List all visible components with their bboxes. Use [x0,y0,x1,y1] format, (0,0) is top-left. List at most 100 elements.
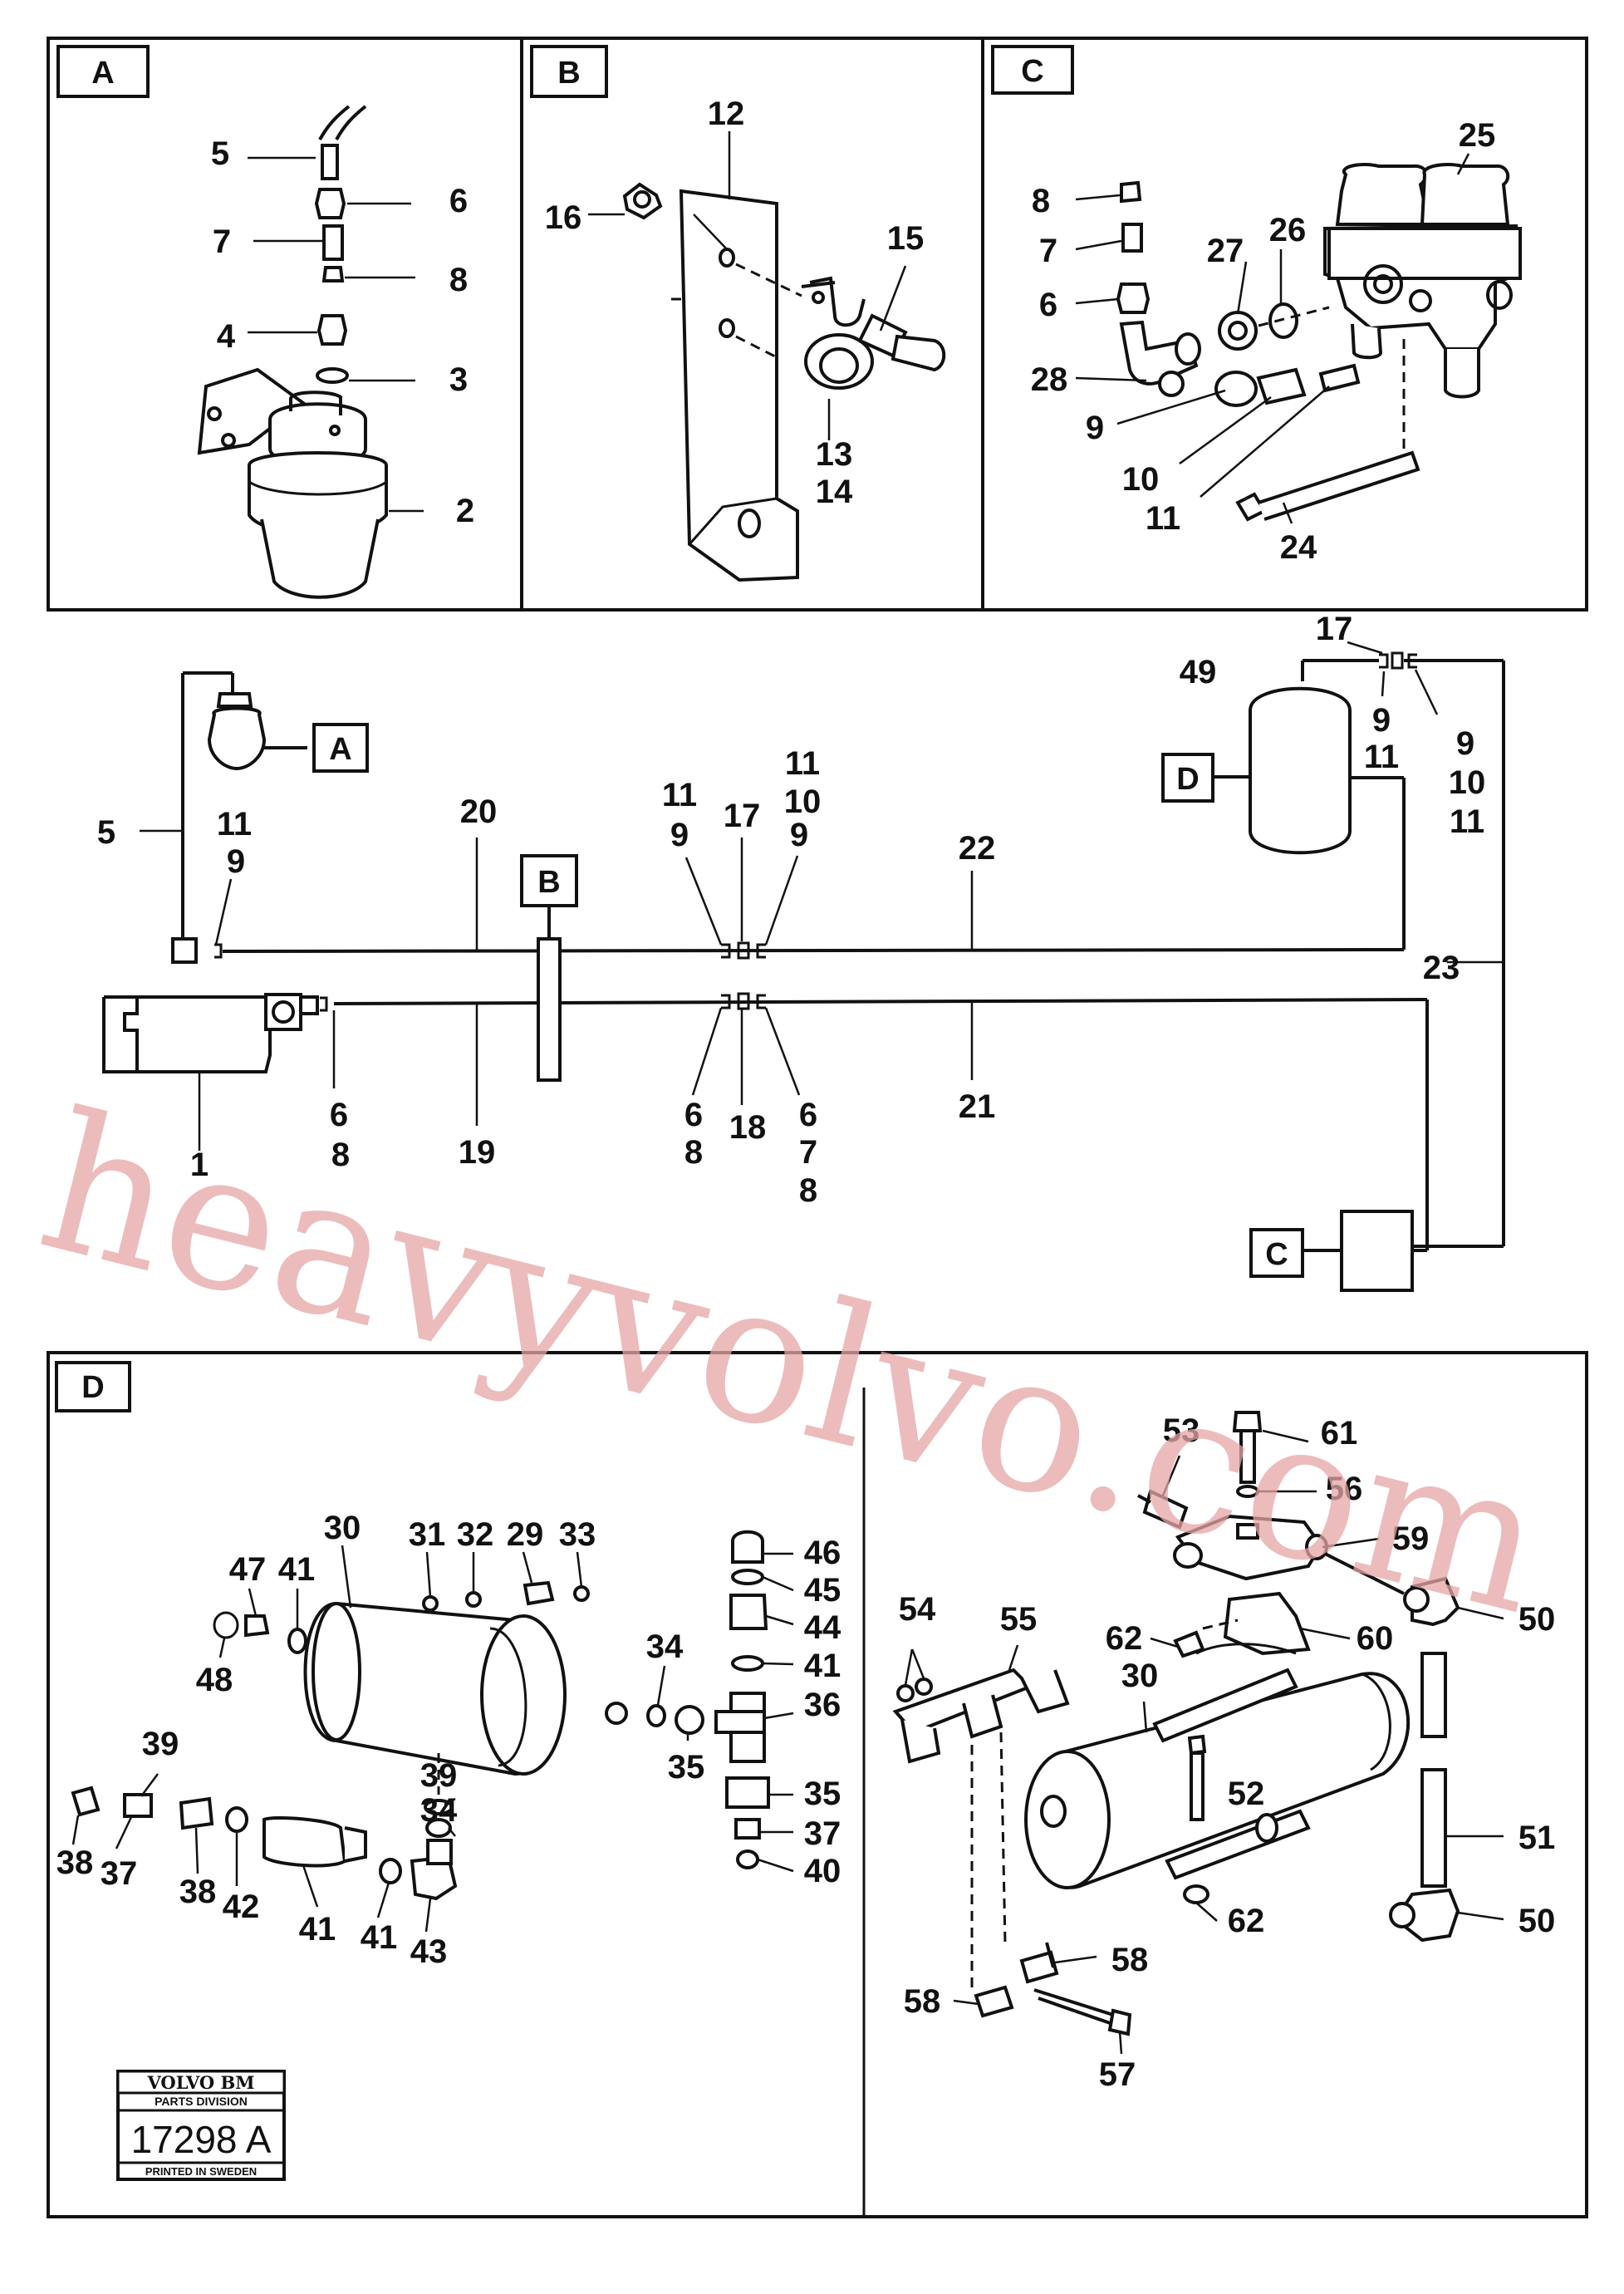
callout: 51 [1519,1820,1556,1856]
callout: 12 [708,96,745,132]
panel-c-tag: C [991,45,1074,95]
callout: 29 [507,1516,544,1553]
callout: 25 [1459,117,1496,154]
ref-tag-d: D [1161,753,1214,803]
callout: 8 [799,1172,817,1209]
callout: 37 [804,1815,841,1852]
callout: 6 [449,183,468,219]
svg-text:PARTS DIVISION: PARTS DIVISION [155,2095,248,2108]
callout: 6 [1039,287,1057,323]
schematic-ref-tags: A B D C [312,723,1329,1278]
callout: 54 [899,1591,936,1628]
callout: 11 [217,806,252,842]
callout: 48 [196,1662,233,1698]
callout: 56 [1326,1471,1363,1507]
callout: 32 [457,1516,494,1553]
callout: 15 [887,220,925,257]
ref-tag-c: C [1249,1228,1329,1278]
svg-text:C: C [1265,1237,1288,1272]
callout: 40 [804,1853,841,1889]
callout: 57 [1099,2056,1136,2093]
callout: 35 [668,1749,705,1786]
callout: 41 [278,1551,316,1588]
svg-text:D: D [1176,762,1199,797]
svg-text:B: B [557,56,580,91]
callout: 14 [816,474,853,510]
callout: 8 [684,1134,703,1171]
svg-text:A: A [91,56,114,91]
panel-b-tag: B [530,45,608,98]
callout: 10 [1122,461,1160,498]
callout: 11 [1146,500,1180,537]
callout: 4 [217,318,236,355]
callout: 31 [409,1516,446,1553]
svg-text:VOLVO BM: VOLVO BM [146,2072,254,2093]
callout: 9 [227,843,245,880]
panel-d-left-leaders [71,1545,794,1933]
schematic-leaders [140,641,1504,1151]
callout: 41 [299,1911,336,1948]
callout: 39 [420,1757,458,1794]
callout: 41 [361,1919,398,1956]
callout: 19 [459,1134,496,1171]
callout: 11 [1450,803,1484,840]
svg-text:17298 A: 17298 A [131,2118,272,2161]
callout: 62 [1106,1620,1143,1657]
callout: 61 [1321,1415,1358,1452]
callout: 37 [101,1855,138,1892]
ref-tag-a: A [312,723,369,773]
panel-d-right-leaders [904,1429,1504,2055]
callout: 42 [223,1889,260,1925]
callout: 9 [670,817,689,853]
top-panels-frame [47,37,1588,612]
panel-a-art [197,105,388,599]
panel-a-leaders [248,156,424,513]
callout: 6 [799,1097,817,1133]
panel-b-leaders [588,131,907,440]
callout: 6 [684,1097,703,1133]
callout: 44 [804,1609,841,1646]
schematic-callouts: 5 11 9 20 11 9 17 11 10 9 22 17 49 9 9 1… [97,611,1485,1209]
svg-text:D: D [81,1370,104,1405]
callout: 50 [1519,1601,1556,1638]
schematic-parts [102,651,1417,1292]
callout: 18 [729,1109,767,1146]
callout: 28 [1031,361,1068,398]
callout: 58 [904,1983,941,2020]
callout: 20 [460,793,498,830]
callout: 36 [804,1687,841,1723]
callout: 34 [420,1792,458,1829]
callout: 16 [545,199,582,236]
callout: 26 [1269,212,1307,248]
panel-c-callouts: 25 8 26 27 7 6 28 9 10 11 24 [1031,117,1496,566]
panel-d-right-art [892,1411,1460,2036]
callout: 47 [229,1551,267,1588]
callout: 30 [1121,1658,1159,1694]
callout: 39 [142,1726,179,1762]
callout: 5 [97,814,115,851]
panel-b-callouts: 12 16 15 13 14 [545,96,925,510]
callout: 17 [1316,611,1353,647]
callout: 11 [785,745,820,782]
panel-d-left-art [71,1530,770,1901]
callout: 55 [1000,1601,1038,1638]
callout: 46 [804,1535,841,1571]
callout: 27 [1207,233,1244,269]
panel-d-tag: D [55,1361,131,1412]
callout: 7 [1039,233,1057,269]
panel-d-right-callouts: 53 61 56 59 54 55 62 60 50 30 52 51 62 5… [899,1412,1556,2093]
svg-text:PRINTED IN SWEDEN: PRINTED IN SWEDEN [145,2165,257,2178]
callout: 30 [324,1510,361,1546]
callout: 35 [804,1776,841,1812]
callout: 52 [1228,1776,1265,1812]
callout: 34 [646,1628,684,1665]
schematic-lines [181,659,1505,1252]
callout: 9 [1456,725,1474,762]
panel-c-leaders [1075,153,1470,524]
callout: 9 [1086,410,1104,446]
panel-d-left-callouts: 30 31 32 29 33 47 41 48 34 46 45 44 41 3… [56,1510,841,1970]
callout: 38 [179,1874,217,1910]
callout: 5 [211,135,229,172]
callout: 41 [804,1648,841,1684]
